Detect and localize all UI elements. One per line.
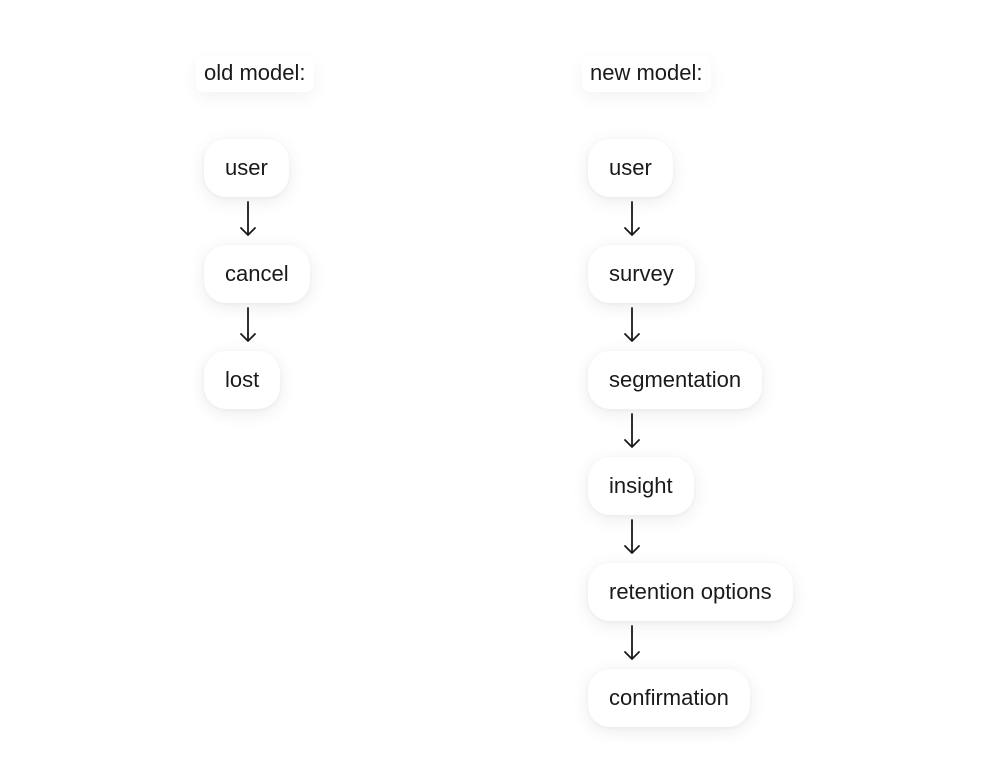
old-model-heading: old model: xyxy=(196,56,314,92)
down-arrow-icon xyxy=(588,409,793,457)
new-step-confirmation: confirmation xyxy=(588,669,750,727)
new-model-heading: new model: xyxy=(582,56,711,92)
old-model-flow: user cancel lost xyxy=(204,139,310,409)
old-step-cancel: cancel xyxy=(204,245,310,303)
old-step-user: user xyxy=(204,139,289,197)
new-step-insight: insight xyxy=(588,457,694,515)
down-arrow-icon xyxy=(588,515,793,563)
down-arrow-icon xyxy=(204,197,310,245)
down-arrow-icon xyxy=(588,303,793,351)
down-arrow-icon xyxy=(204,303,310,351)
new-step-retention-options: retention options xyxy=(588,563,793,621)
down-arrow-icon xyxy=(588,621,793,669)
old-step-lost: lost xyxy=(204,351,281,409)
new-step-survey: survey xyxy=(588,245,695,303)
down-arrow-icon xyxy=(588,197,793,245)
new-step-user: user xyxy=(588,139,673,197)
new-model-flow: user survey segmentation insight retenti… xyxy=(588,139,793,727)
new-step-segmentation: segmentation xyxy=(588,351,763,409)
